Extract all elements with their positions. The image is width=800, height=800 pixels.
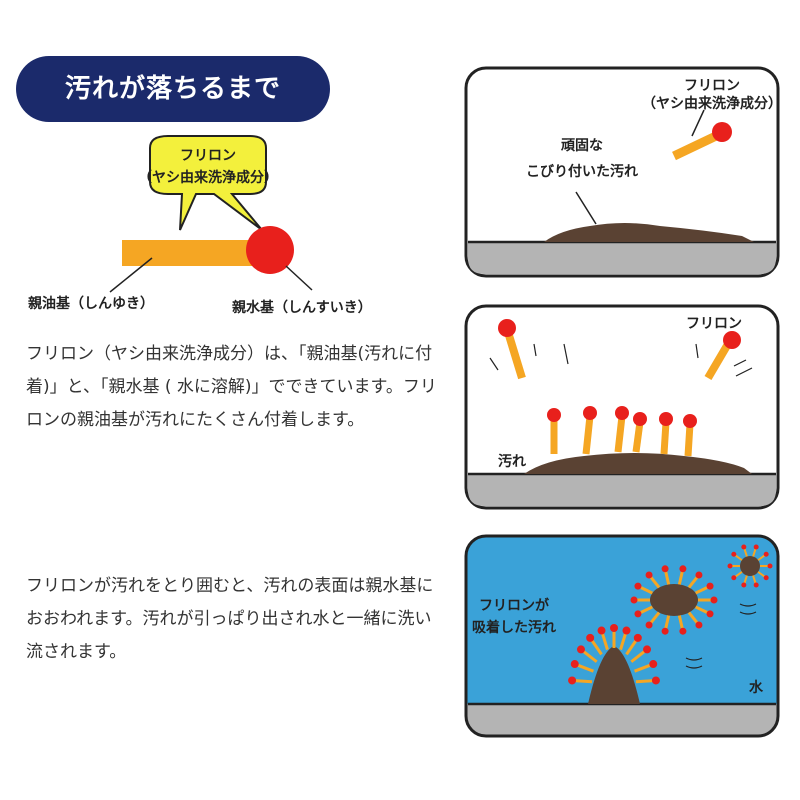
floor	[468, 242, 776, 274]
surfactant-head	[695, 571, 703, 579]
dirt-small-floating	[727, 544, 773, 588]
surfactant-head	[634, 582, 642, 590]
surfactant-head	[753, 582, 759, 588]
surfactant-head	[763, 575, 769, 581]
panel-rinse: フリロンが 吸着した汚れ 水	[464, 534, 780, 738]
surfactant-head	[661, 565, 669, 573]
bubble-label-2: （ヤシ由来洗浄成分）	[138, 169, 278, 186]
surfactant-head	[679, 627, 687, 635]
title-banner	[16, 56, 330, 122]
surfactant-head	[767, 563, 773, 569]
surfactant-head	[645, 621, 653, 629]
surfactant-head	[643, 645, 652, 654]
surfactant-head	[753, 544, 759, 550]
surfactant-head	[622, 626, 631, 635]
paragraph-adhesion: フリロン（ヤシ由来洗浄成分）は、「親油基(汚れに付着)」と、「親水基 ( 水に溶…	[26, 344, 437, 430]
surfactant-head	[741, 544, 747, 550]
dirt-small	[740, 556, 760, 576]
attached-molecule-tail	[632, 421, 644, 453]
surfactant-head	[576, 645, 585, 654]
surfactant-head	[630, 596, 638, 604]
attached-molecule-head	[547, 408, 561, 422]
dirt-label-2: こびり付いた汚れ	[526, 163, 638, 180]
surfactant-head	[610, 624, 618, 632]
speech-bubble	[149, 135, 267, 231]
attached-furiron-molecules	[547, 406, 697, 457]
surfactant-head	[661, 627, 669, 635]
surfactant-head	[634, 610, 642, 618]
surfactant-head	[597, 626, 606, 635]
motion-lines	[489, 343, 753, 377]
floating-molecule-head-left	[498, 319, 516, 337]
hydrophilic-label: 親水基（しんすいき）	[232, 299, 372, 316]
pointer-line-right	[285, 265, 313, 291]
attached-molecule-head	[583, 406, 597, 420]
attached-molecule-head	[683, 414, 697, 428]
surfactant-head	[586, 633, 595, 642]
motion-lines	[685, 603, 757, 669]
lipophilic-label: 親油基（しんゆき）	[28, 295, 154, 312]
surfactant-head	[731, 575, 737, 581]
surfactant-head	[706, 582, 714, 590]
furiron-label-1: フリロン	[684, 78, 740, 94]
hydrophilic-head	[246, 226, 294, 274]
furiron-label: フリロン	[686, 316, 742, 332]
floating-molecule-tail-left	[504, 330, 526, 380]
mound-surfactant-ring	[568, 624, 660, 685]
attached-molecule-tail	[614, 415, 626, 453]
surfactant-head	[651, 676, 660, 685]
floating-furiron-head	[712, 122, 732, 142]
dirt-label-1: 頑固な	[560, 138, 603, 154]
surfactant-head	[633, 633, 642, 642]
panel-stubborn-dirt: 頑固な こびり付いた汚れ フリロン （ヤシ由来洗浄成分）	[464, 66, 780, 278]
page-title: 汚れが落ちるまで	[64, 74, 281, 104]
small-surfactant-ring	[727, 544, 773, 588]
floating-molecule-head-right	[723, 331, 741, 349]
surfactant-head	[706, 610, 714, 618]
dirt-mound	[588, 646, 640, 704]
dirt-mound-lifting	[568, 624, 660, 704]
dirt-blob	[650, 584, 698, 616]
water-label: 水	[749, 679, 764, 696]
surfactant-head	[568, 676, 577, 685]
paragraph-removal: フリロンが汚れをとり囲むと、汚れの表面は親水基におおわれます。汚れが引っぱり出さ…	[26, 576, 434, 662]
dirt-mound	[544, 223, 754, 242]
adsorbed-label-2: 吸着した汚れ	[472, 619, 556, 636]
adsorbed-label-1: フリロンが	[479, 597, 550, 614]
surfactant-head	[727, 563, 733, 569]
dirt-blob-floating	[630, 565, 718, 635]
floating-furiron-tail	[672, 131, 718, 161]
surfactant-head	[741, 582, 747, 588]
surfactant-head	[649, 660, 658, 669]
surfactant-head	[570, 660, 579, 669]
furiron-label-2: （ヤシ由来洗浄成分）	[642, 95, 780, 112]
bubble-label-1: フリロン	[180, 148, 236, 164]
surfactant-head	[710, 596, 718, 604]
floor	[468, 474, 776, 506]
floating-molecule-tail-right	[704, 341, 732, 381]
attached-molecule-head	[615, 406, 629, 420]
surfactant-head	[731, 551, 737, 557]
furiron-pointer	[691, 109, 705, 137]
attached-molecule-head	[633, 412, 647, 426]
attached-molecule-tail	[684, 423, 694, 457]
floor	[466, 704, 778, 736]
dirt-mound	[524, 453, 752, 474]
attached-molecule-tail	[660, 421, 670, 455]
dirt-label: 汚れ	[498, 453, 526, 470]
attached-molecule-tail	[582, 415, 594, 455]
panel-frame	[464, 534, 780, 738]
attached-molecule-head	[659, 412, 673, 426]
molecule-explanation: フリロン （ヤシ由来洗浄成分） 親油基（しんゆき） 親水基（しんすいき）	[28, 135, 372, 316]
panel-adhesion: 汚れ フリロン	[464, 304, 780, 510]
pointer-line-left	[109, 257, 153, 293]
surfactant-head	[695, 621, 703, 629]
blob-surfactant-ring	[630, 565, 718, 635]
surfactant-head	[763, 551, 769, 557]
surfactant-head	[645, 571, 653, 579]
dirt-pointer	[575, 191, 597, 225]
surfactant-head	[679, 565, 687, 573]
